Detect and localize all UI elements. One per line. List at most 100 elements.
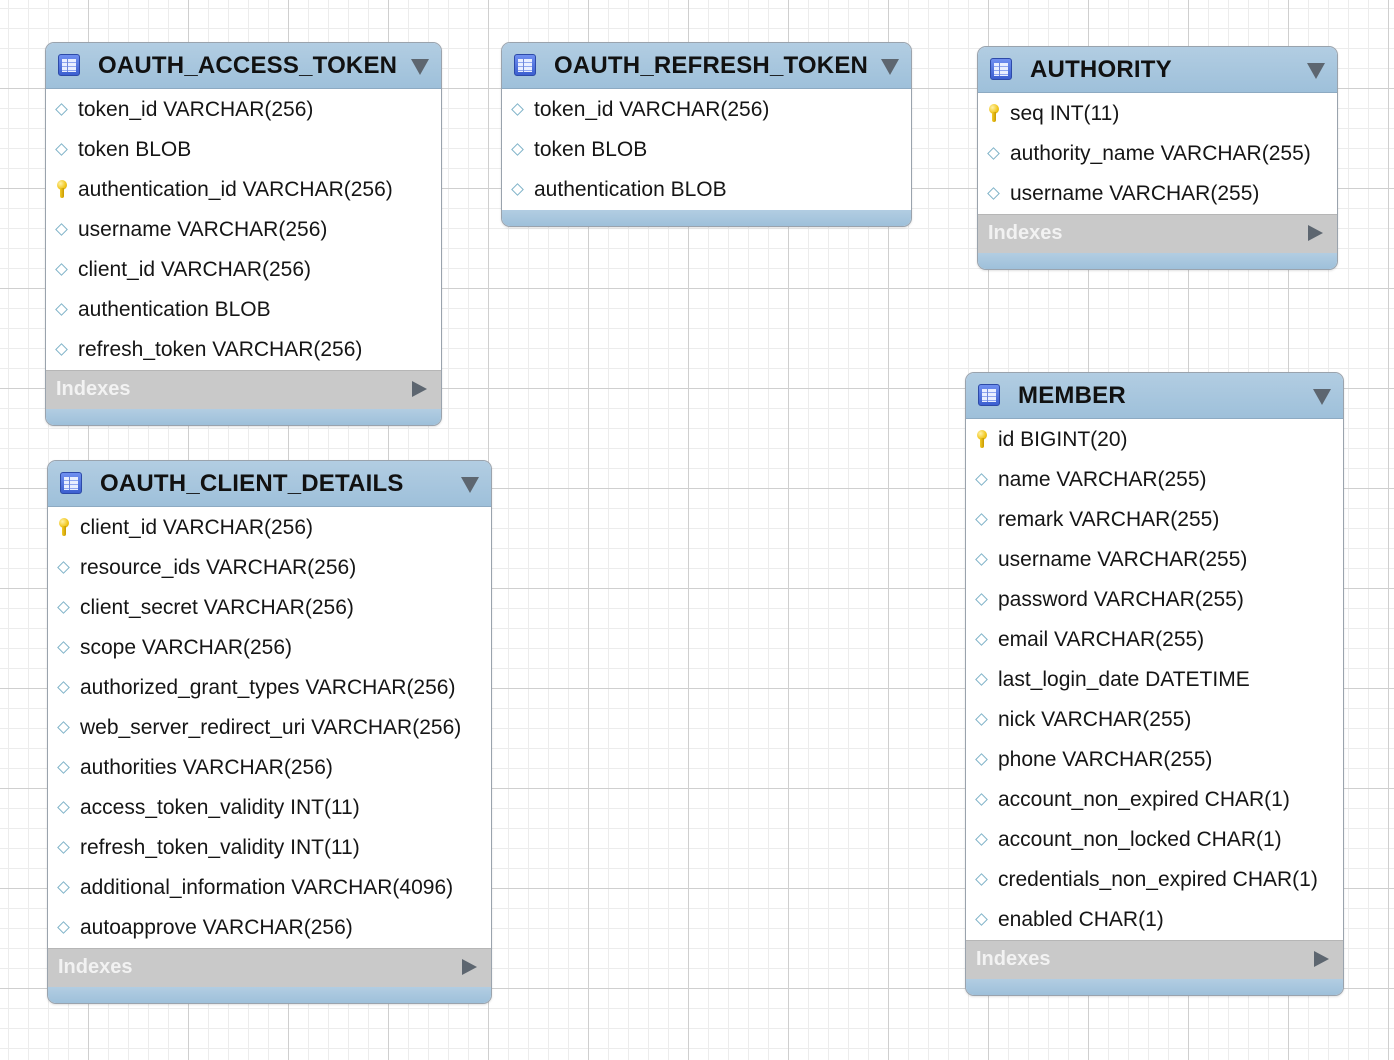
table-footer	[48, 987, 491, 1003]
column-definition: resource_ids VARCHAR(256)	[80, 556, 357, 579]
column-diamond-icon	[56, 344, 68, 356]
column-diamond-icon	[976, 674, 988, 686]
table-name: OAUTH_REFRESH_TOKEN	[554, 52, 869, 79]
column-row[interactable]: token_id VARCHAR(256)	[502, 90, 911, 130]
table-icon	[514, 54, 536, 76]
table-header[interactable]: OAUTH_ACCESS_TOKEN	[46, 43, 441, 89]
column-diamond-icon	[58, 802, 70, 814]
column-row[interactable]: client_secret VARCHAR(256)	[48, 588, 491, 628]
column-row[interactable]: authentication BLOB	[46, 290, 441, 330]
column-row[interactable]: account_non_expired CHAR(1)	[966, 780, 1343, 820]
collapse-toggle-icon[interactable]	[1307, 63, 1325, 79]
column-definition: token_id VARCHAR(256)	[534, 98, 770, 121]
column-definition: username VARCHAR(255)	[998, 548, 1248, 571]
table-header[interactable]: OAUTH_REFRESH_TOKEN	[502, 43, 911, 89]
table-authority[interactable]: AUTHORITY seq INT(11) authority_name VARCH…	[977, 46, 1338, 270]
column-row[interactable]: autoapprove VARCHAR(256)	[48, 908, 491, 948]
table-oauth-client-details[interactable]: OAUTH_CLIENT_DETAILS client_id VARCHAR(25…	[47, 460, 492, 1004]
column-definition: refresh_token_validity INT(11)	[80, 836, 360, 859]
collapse-toggle-icon[interactable]	[411, 59, 429, 75]
table-icon	[990, 58, 1012, 80]
column-definition: authentication_id VARCHAR(256)	[78, 178, 393, 201]
table-header[interactable]: AUTHORITY	[978, 47, 1337, 93]
indexes-section[interactable]: Indexes	[46, 370, 441, 409]
expand-arrow-icon[interactable]	[412, 381, 427, 397]
column-row[interactable]: authority_name VARCHAR(255)	[978, 134, 1337, 174]
collapse-toggle-icon[interactable]	[881, 59, 899, 75]
column-definition: client_id VARCHAR(256)	[78, 258, 312, 281]
column-row[interactable]: authentication_id VARCHAR(256)	[46, 170, 441, 210]
column-definition: name VARCHAR(255)	[998, 468, 1207, 491]
column-diamond-icon	[58, 882, 70, 894]
column-row[interactable]: token_id VARCHAR(256)	[46, 90, 441, 130]
column-row[interactable]: authentication BLOB	[502, 170, 911, 210]
column-diamond-icon	[58, 722, 70, 734]
collapse-toggle-icon[interactable]	[461, 477, 479, 493]
table-name: OAUTH_CLIENT_DETAILS	[100, 470, 404, 497]
column-row[interactable]: name VARCHAR(255)	[966, 460, 1343, 500]
column-row[interactable]: password VARCHAR(255)	[966, 580, 1343, 620]
column-row[interactable]: phone VARCHAR(255)	[966, 740, 1343, 780]
column-definition: client_id VARCHAR(256)	[80, 516, 314, 539]
table-oauth-refresh-token[interactable]: OAUTH_REFRESH_TOKEN token_id VARCHAR(256)…	[501, 42, 912, 227]
column-row[interactable]: id BIGINT(20)	[966, 420, 1343, 460]
column-diamond-icon	[58, 682, 70, 694]
column-row[interactable]: token BLOB	[502, 130, 911, 170]
column-row[interactable]: client_id VARCHAR(256)	[46, 250, 441, 290]
column-row[interactable]: account_non_locked CHAR(1)	[966, 820, 1343, 860]
column-row[interactable]: remark VARCHAR(255)	[966, 500, 1343, 540]
column-definition: last_login_date DATETIME	[998, 668, 1250, 691]
column-definition: phone VARCHAR(255)	[998, 748, 1213, 771]
column-diamond-icon	[976, 754, 988, 766]
column-row[interactable]: web_server_redirect_uri VARCHAR(256)	[48, 708, 491, 748]
column-row[interactable]: username VARCHAR(255)	[978, 174, 1337, 214]
column-row[interactable]: username VARCHAR(256)	[46, 210, 441, 250]
column-definition: token BLOB	[534, 138, 648, 161]
column-row[interactable]: enabled CHAR(1)	[966, 900, 1343, 940]
column-row[interactable]: additional_information VARCHAR(4096)	[48, 868, 491, 908]
column-row[interactable]: authorized_grant_types VARCHAR(256)	[48, 668, 491, 708]
collapse-toggle-icon[interactable]	[1313, 389, 1331, 405]
expand-arrow-icon[interactable]	[462, 959, 477, 975]
table-header[interactable]: MEMBER	[966, 373, 1343, 419]
column-row[interactable]: client_id VARCHAR(256)	[48, 508, 491, 548]
column-row[interactable]: nick VARCHAR(255)	[966, 700, 1343, 740]
indexes-section[interactable]: Indexes	[966, 940, 1343, 979]
column-row[interactable]: last_login_date DATETIME	[966, 660, 1343, 700]
column-definition: username VARCHAR(255)	[1010, 182, 1260, 205]
column-row[interactable]: seq INT(11)	[978, 94, 1337, 134]
column-definition: email VARCHAR(255)	[998, 628, 1205, 651]
column-definition: web_server_redirect_uri VARCHAR(256)	[80, 716, 462, 739]
expand-arrow-icon[interactable]	[1308, 225, 1323, 241]
primary-key-icon	[56, 180, 68, 200]
column-row[interactable]: scope VARCHAR(256)	[48, 628, 491, 668]
column-definition: remark VARCHAR(255)	[998, 508, 1220, 531]
expand-arrow-icon[interactable]	[1314, 951, 1329, 967]
column-diamond-icon	[976, 834, 988, 846]
column-row[interactable]: authorities VARCHAR(256)	[48, 748, 491, 788]
primary-key-icon	[988, 104, 1000, 124]
column-row[interactable]: email VARCHAR(255)	[966, 620, 1343, 660]
indexes-section[interactable]: Indexes	[978, 214, 1337, 253]
column-row[interactable]: access_token_validity INT(11)	[48, 788, 491, 828]
column-list: id BIGINT(20) name VARCHAR(255) remark VAR…	[966, 419, 1343, 940]
column-definition: password VARCHAR(255)	[998, 588, 1244, 611]
table-icon	[58, 54, 80, 76]
column-list: client_id VARCHAR(256) resource_ids VARCH…	[48, 507, 491, 948]
column-diamond-icon	[976, 594, 988, 606]
column-row[interactable]: resource_ids VARCHAR(256)	[48, 548, 491, 588]
column-row[interactable]: username VARCHAR(255)	[966, 540, 1343, 580]
indexes-section[interactable]: Indexes	[48, 948, 491, 987]
column-row[interactable]: credentials_non_expired CHAR(1)	[966, 860, 1343, 900]
table-header[interactable]: OAUTH_CLIENT_DETAILS	[48, 461, 491, 507]
column-row[interactable]: refresh_token VARCHAR(256)	[46, 330, 441, 370]
column-row[interactable]: token BLOB	[46, 130, 441, 170]
column-definition: seq INT(11)	[1010, 102, 1120, 125]
indexes-label: Indexes	[56, 378, 131, 400]
table-name: AUTHORITY	[1030, 56, 1172, 83]
column-definition: refresh_token VARCHAR(256)	[78, 338, 363, 361]
column-diamond-icon	[58, 762, 70, 774]
column-row[interactable]: refresh_token_validity INT(11)	[48, 828, 491, 868]
